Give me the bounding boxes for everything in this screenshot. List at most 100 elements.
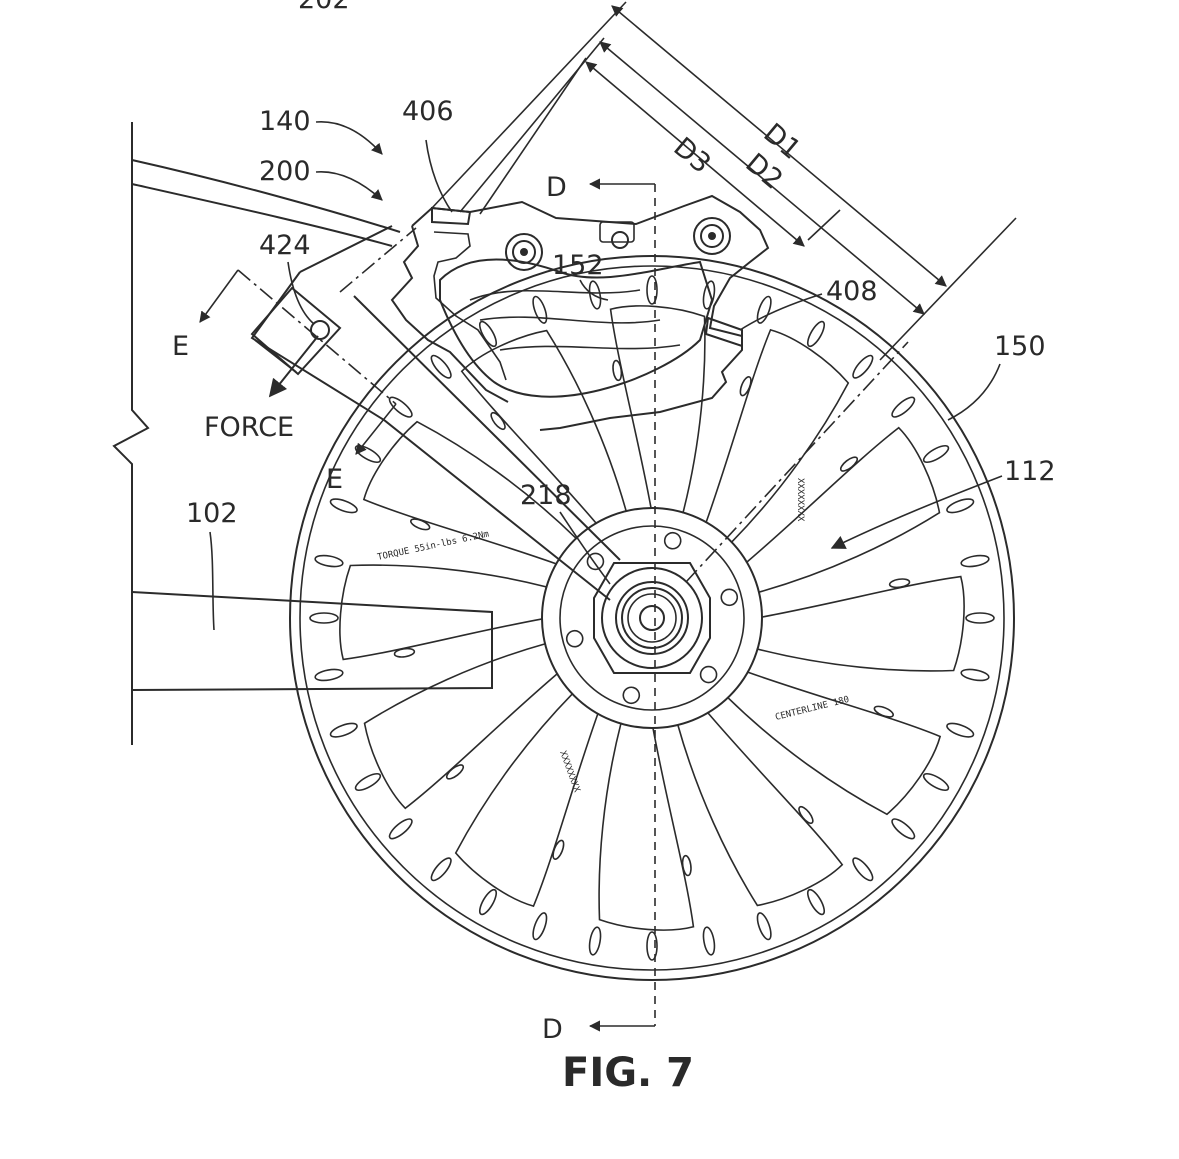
bolt-424 bbox=[250, 286, 342, 376]
rotor-vent-slot bbox=[806, 320, 826, 348]
rotor-inner-slot bbox=[888, 578, 911, 589]
rotor-vent-slot bbox=[309, 612, 339, 624]
label-424: 424 bbox=[259, 230, 311, 261]
rotor-vent-slot bbox=[852, 354, 874, 379]
figure-caption: FIG. 7 bbox=[562, 1050, 694, 1096]
rotor-vent-slot bbox=[430, 857, 452, 882]
rotor-bolt-hole bbox=[663, 531, 682, 550]
rotor-inner-slot bbox=[681, 854, 692, 877]
rotor-vent-slot bbox=[891, 396, 916, 418]
rotor-mark-a: XXXXXXXX bbox=[795, 478, 805, 522]
rotor-spoke-cutout bbox=[362, 420, 578, 565]
rotor-vent-slot bbox=[314, 554, 344, 568]
rotor-vent-slot bbox=[532, 912, 548, 941]
rotor-spoke-cutout bbox=[726, 671, 942, 816]
rotor-vent-slot bbox=[756, 912, 772, 941]
label-408: 408 bbox=[826, 276, 878, 307]
rotor-spoke-cutout bbox=[598, 722, 695, 931]
rotor-inner-slot bbox=[839, 456, 859, 472]
rotor-inner-slot bbox=[798, 805, 814, 825]
label-section-e-top: E bbox=[172, 331, 189, 362]
label-section-d-bottom: D bbox=[542, 1014, 563, 1045]
rotor-bolt-holes bbox=[565, 531, 739, 705]
dimension-extension-lines bbox=[431, 1, 1017, 361]
rotor-vent-slot bbox=[329, 722, 358, 738]
label-112: 112 bbox=[1004, 456, 1056, 487]
rotor-torque-text: TORQUE 55in-lbs 6.2Nm bbox=[377, 529, 490, 562]
rotor-spoke-cutout bbox=[676, 711, 844, 907]
rotor-vent-slot bbox=[806, 888, 826, 916]
rotor-vent-slot bbox=[922, 444, 950, 464]
rotor-vent-slot bbox=[388, 818, 413, 840]
rotor-inner-slot bbox=[612, 359, 623, 382]
rotor-bolt-hole bbox=[720, 588, 739, 607]
rotor-vent-slot bbox=[532, 295, 548, 324]
label-406: 406 bbox=[402, 96, 454, 127]
frame-break-line bbox=[112, 122, 150, 745]
rotor-vent-slot bbox=[478, 888, 498, 916]
adapter-slot-408 bbox=[704, 316, 743, 348]
rotor-vent-slot bbox=[314, 668, 344, 682]
rotor-vent-slot bbox=[852, 857, 874, 882]
rotor-inner-slot bbox=[873, 705, 894, 718]
label-section-e-bottom: E bbox=[326, 464, 343, 495]
label-200: 200 bbox=[259, 156, 311, 187]
rotor-vent-slot bbox=[354, 444, 382, 464]
section-line-e bbox=[199, 269, 397, 455]
rotor-inner-slot bbox=[445, 764, 465, 780]
rotor-spoke-cutout bbox=[454, 692, 599, 908]
axle-218 bbox=[593, 562, 711, 674]
rotor-vent-slot bbox=[960, 554, 990, 568]
label-section-d-top: D bbox=[546, 172, 567, 203]
rotor-vent-slot bbox=[946, 498, 975, 514]
rotor-inner-slot bbox=[490, 411, 506, 431]
rotor-spoke-cutout bbox=[363, 642, 559, 810]
rotor-vent-slot bbox=[478, 320, 498, 348]
rotor-spoke-cutout bbox=[460, 329, 628, 525]
rotor-bolt-hole bbox=[622, 686, 641, 705]
rotor-vent-slot bbox=[702, 926, 716, 956]
rotor-spoke-cutout bbox=[705, 328, 850, 544]
rotor-vent-slot bbox=[329, 498, 358, 514]
label-202: 202 bbox=[298, 0, 350, 15]
label-force: FORCE bbox=[204, 412, 294, 443]
rotor-bolt-hole bbox=[565, 629, 584, 648]
rotor-bolt-hole bbox=[699, 665, 718, 684]
dimension-d3 bbox=[585, 61, 805, 247]
rotor-vent-slot bbox=[960, 668, 990, 682]
rotor-vent-slot bbox=[946, 722, 975, 738]
rotor-inner-slot bbox=[552, 839, 565, 860]
rotor-spoke-cutout bbox=[339, 564, 548, 661]
rotor-spoke-cutout bbox=[745, 426, 941, 594]
rotor-vent-slot bbox=[354, 772, 382, 792]
label-150: 150 bbox=[994, 331, 1046, 362]
rotor-outer-holes bbox=[309, 275, 995, 961]
rotor-vent-slot bbox=[646, 931, 658, 961]
label-d3: D3 bbox=[668, 132, 717, 180]
adapter-slot-406 bbox=[431, 206, 472, 226]
label-218: 218 bbox=[520, 480, 572, 511]
label-152: 152 bbox=[552, 250, 604, 281]
rotor-inner-holes bbox=[393, 359, 911, 877]
rotor-inner-slot bbox=[410, 518, 431, 531]
force-arrow bbox=[268, 335, 319, 398]
rotor-inner-slot bbox=[393, 647, 416, 658]
rotor-vent-slot bbox=[891, 818, 916, 840]
seat-stay-102 bbox=[131, 591, 493, 691]
rotor-spoke-cutout bbox=[609, 305, 706, 514]
rotor-vent-slot bbox=[588, 926, 602, 956]
rotor-vent-slot bbox=[430, 354, 452, 379]
label-140: 140 bbox=[259, 106, 311, 137]
upper-stay-200 bbox=[131, 159, 401, 247]
label-102: 102 bbox=[186, 498, 238, 529]
rotor-vent-slot bbox=[965, 612, 995, 624]
rotor-centerline-text: CENTERLINE 180 bbox=[774, 695, 850, 723]
brake-rotor-150 bbox=[289, 255, 1015, 981]
rotor-vent-slot bbox=[922, 772, 950, 792]
rotor-spoke-cutout bbox=[756, 575, 965, 672]
rotor-inner-slot bbox=[739, 376, 752, 397]
rotor-spokes bbox=[339, 305, 965, 931]
rotor-vent-slot bbox=[388, 396, 413, 418]
adapter-centerline bbox=[339, 227, 909, 583]
